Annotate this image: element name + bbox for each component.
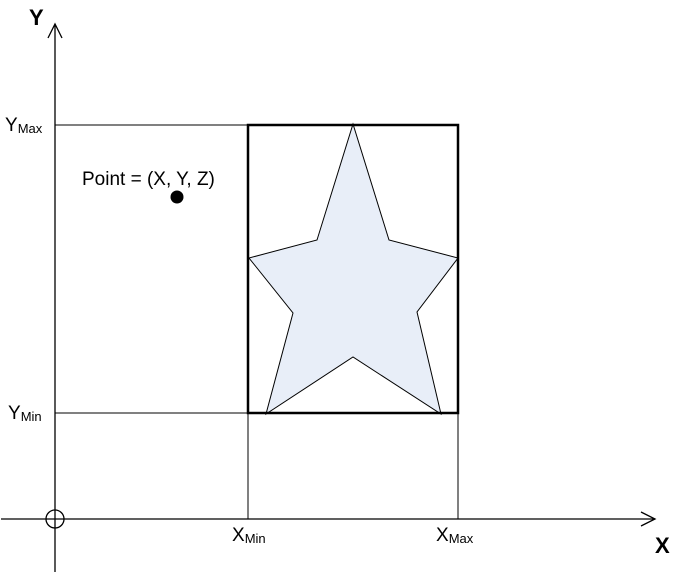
- y-axis-arrowhead: [47, 22, 63, 39]
- point-label: Point = (X, Y, Z): [82, 169, 215, 190]
- origin-marker-icon: [45, 509, 65, 529]
- y-axis-label: Y: [29, 5, 44, 30]
- x-axis-label: X: [655, 533, 670, 558]
- y-max-label: YMax: [5, 115, 43, 136]
- x-min-label: XMin: [232, 525, 266, 546]
- x-max-label: XMax: [436, 525, 474, 546]
- star-shape: [248, 122, 459, 416]
- bounding-box-rectangle: [246, 123, 460, 415]
- x-axis-arrowhead: [640, 511, 657, 527]
- point-dot: [170, 190, 184, 204]
- y-min-label: YMin: [8, 403, 42, 424]
